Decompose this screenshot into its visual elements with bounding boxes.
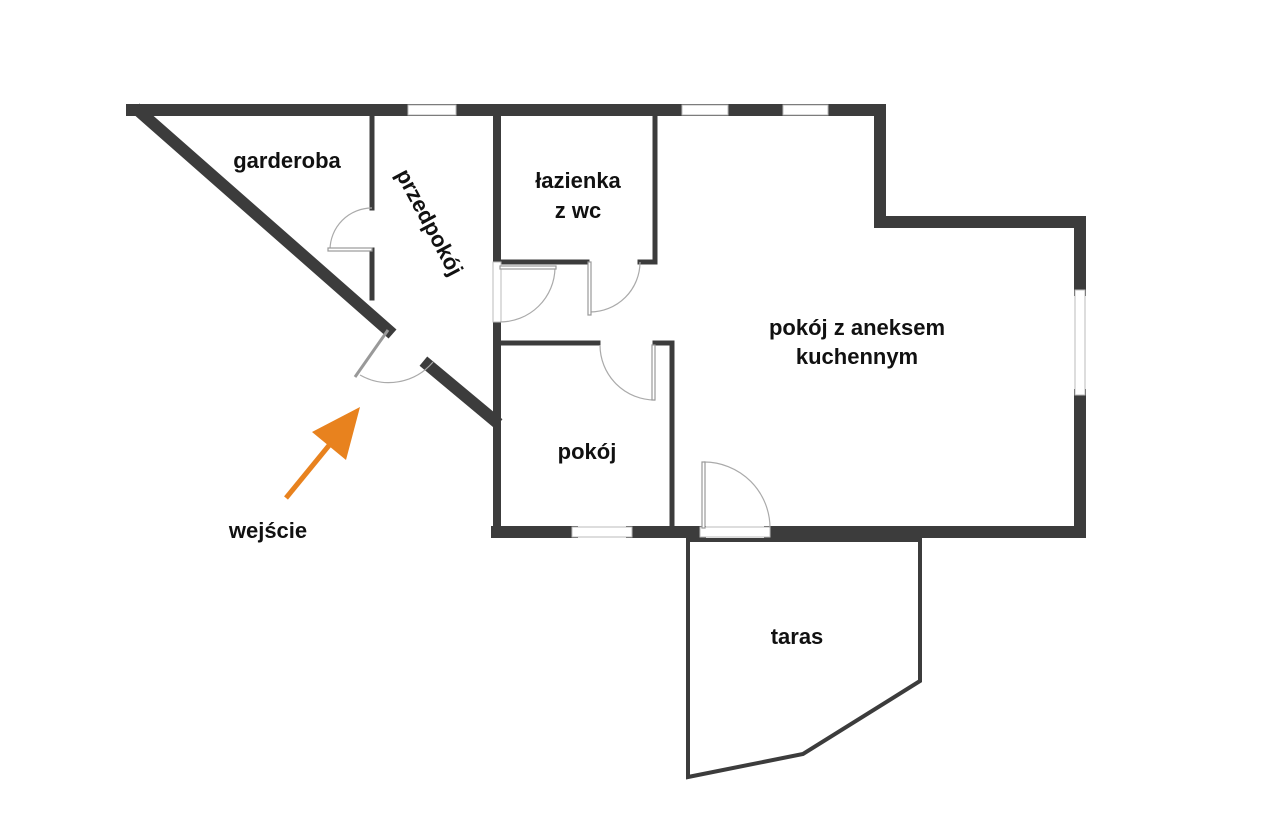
door-leaf xyxy=(587,261,592,316)
room-label-pokoj: pokój xyxy=(558,439,617,464)
door-leaf xyxy=(327,247,373,252)
door-swing xyxy=(329,207,373,251)
walls xyxy=(126,103,1086,780)
window xyxy=(407,104,457,116)
windows xyxy=(407,104,1086,538)
door-swing xyxy=(499,267,556,323)
door-frame xyxy=(699,526,771,538)
window xyxy=(1074,289,1086,396)
room-label-lazienka-wc: z wc xyxy=(555,198,601,223)
labels: garderoba przedpokój łazienka z wc pokój… xyxy=(228,148,945,649)
door-swing xyxy=(599,344,656,401)
door-swing xyxy=(359,361,434,384)
window xyxy=(782,104,829,116)
door-leaf xyxy=(701,461,706,529)
room-label-taras: taras xyxy=(771,624,824,649)
doors xyxy=(327,207,771,538)
diagonal-wall-upper xyxy=(131,103,397,339)
room-label-lazienka: łazienka xyxy=(535,168,621,193)
door-leaf xyxy=(499,265,557,270)
room-label-przedpokoj: przedpokój xyxy=(391,165,468,280)
right-upper-wall xyxy=(874,104,1086,296)
window xyxy=(681,104,729,116)
room-label-pokoj-aneks: pokój z aneksem xyxy=(769,315,945,340)
door-swing xyxy=(703,461,771,529)
door-swing xyxy=(589,261,641,313)
entrance-arrow xyxy=(284,407,360,500)
door-leaf xyxy=(353,329,390,378)
room-label-garderoba: garderoba xyxy=(233,148,341,173)
window xyxy=(571,526,633,538)
taras-outline xyxy=(686,538,922,780)
arrow-head-icon xyxy=(312,407,360,460)
diagonal-wall-lower xyxy=(419,356,503,429)
door-frame xyxy=(492,261,502,323)
entrance-label: wejście xyxy=(228,518,307,543)
door-leaf xyxy=(651,344,656,401)
room-label-kuchennym: kuchennym xyxy=(796,344,918,369)
